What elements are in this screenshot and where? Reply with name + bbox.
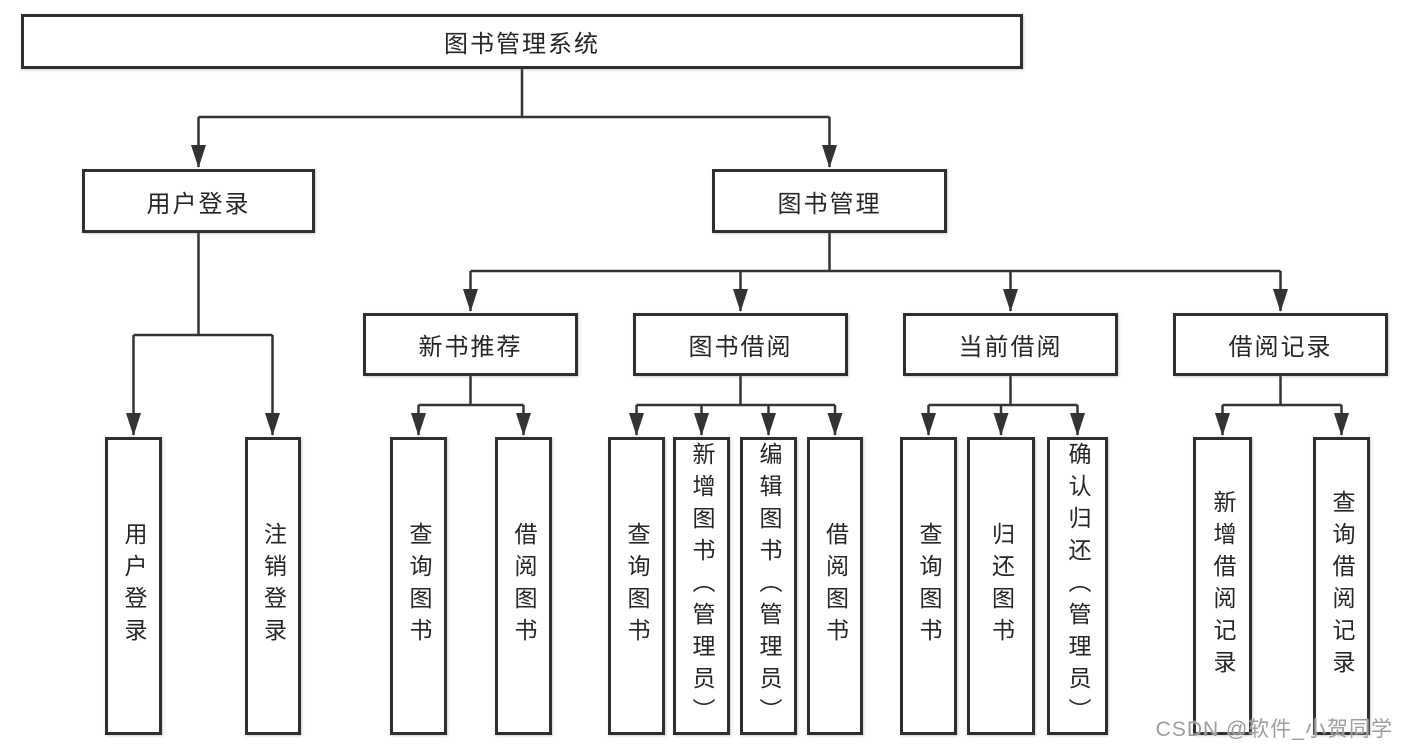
leaf-logout: 注销登录	[245, 437, 301, 735]
leaf-add-book-admin: 新增图书（管理员）	[673, 437, 730, 735]
node-new-book-recommend: 新书推荐	[363, 313, 578, 376]
leaf-borrow-books-recommend: 借阅图书	[495, 437, 552, 735]
leaf-query-books-recommend: 查询图书	[390, 437, 447, 735]
node-book-borrow: 图书借阅	[633, 313, 848, 376]
node-borrow-records: 借阅记录	[1173, 313, 1388, 376]
node-user-login-module: 用户登录	[82, 169, 315, 233]
node-book-management-module: 图书管理	[712, 169, 947, 233]
node-current-borrow: 当前借阅	[903, 313, 1118, 376]
leaf-borrow-books: 借阅图书	[807, 437, 863, 735]
csdn-watermark: CSDN @软件_小贺同学	[1155, 718, 1393, 741]
leaf-confirm-return-admin: 确认归还（管理员）	[1047, 437, 1108, 735]
leaf-query-books-current: 查询图书	[900, 437, 957, 735]
node-root-system: 图书管理系统	[21, 14, 1023, 69]
leaf-edit-book-admin: 编辑图书（管理员）	[740, 437, 797, 735]
leaf-user-login: 用户登录	[105, 437, 162, 735]
leaf-query-books-borrow: 查询图书	[608, 437, 665, 735]
leaf-add-borrow-record: 新增借阅记录	[1193, 437, 1252, 735]
leaf-query-borrow-record: 查询借阅记录	[1313, 437, 1370, 735]
leaf-return-book: 归还图书	[967, 437, 1035, 735]
